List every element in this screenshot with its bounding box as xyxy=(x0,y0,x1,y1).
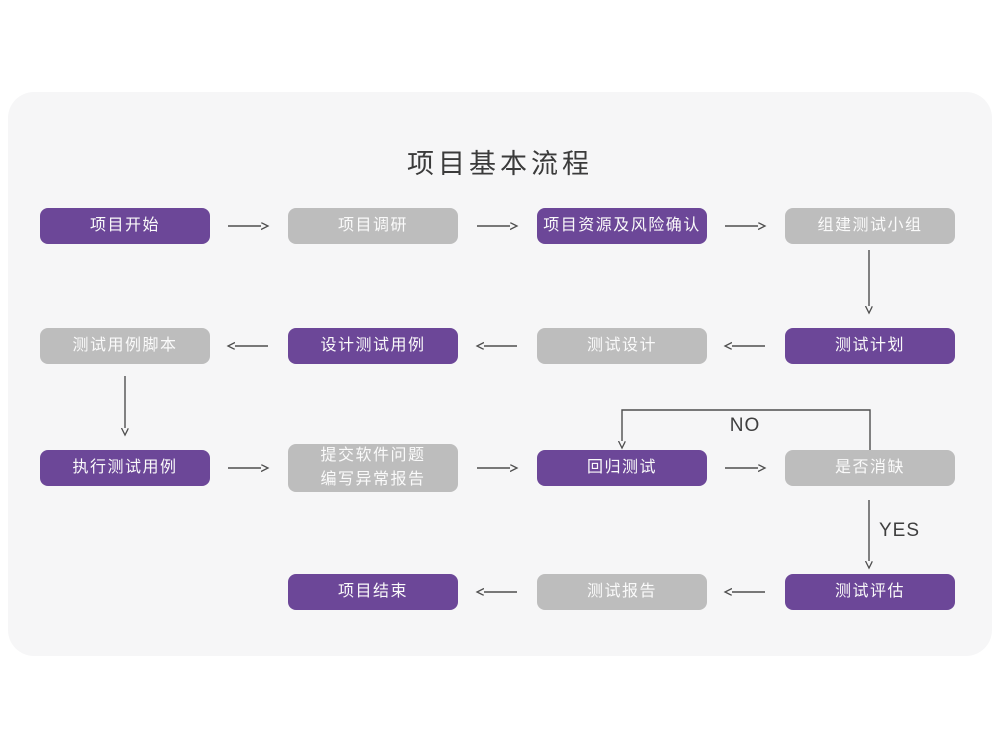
page-title: 项目基本流程 xyxy=(407,149,593,179)
node-project-start: 项目开始 xyxy=(40,208,210,244)
node-resource-risk: 项目资源及风险确认 xyxy=(537,208,707,244)
node-case-script: 测试用例脚本 xyxy=(40,328,210,364)
node-submit-issues: 提交软件问题 编写异常报告 xyxy=(288,444,458,492)
yes-branch-label: YES xyxy=(879,520,921,541)
node-defect-cleared: 是否消缺 xyxy=(785,450,955,486)
node-test-evaluate: 测试评估 xyxy=(785,574,955,610)
node-run-cases: 执行测试用例 xyxy=(40,450,210,486)
node-design-cases: 设计测试用例 xyxy=(288,328,458,364)
node-project-research: 项目调研 xyxy=(288,208,458,244)
node-build-team: 组建测试小组 xyxy=(785,208,955,244)
node-test-plan: 测试计划 xyxy=(785,328,955,364)
flowchart-card xyxy=(8,92,992,656)
node-project-end: 项目结束 xyxy=(288,574,458,610)
node-test-report: 测试报告 xyxy=(537,574,707,610)
node-test-design: 测试设计 xyxy=(537,328,707,364)
no-branch-label: NO xyxy=(729,415,761,436)
node-regression-test: 回归测试 xyxy=(537,450,707,486)
